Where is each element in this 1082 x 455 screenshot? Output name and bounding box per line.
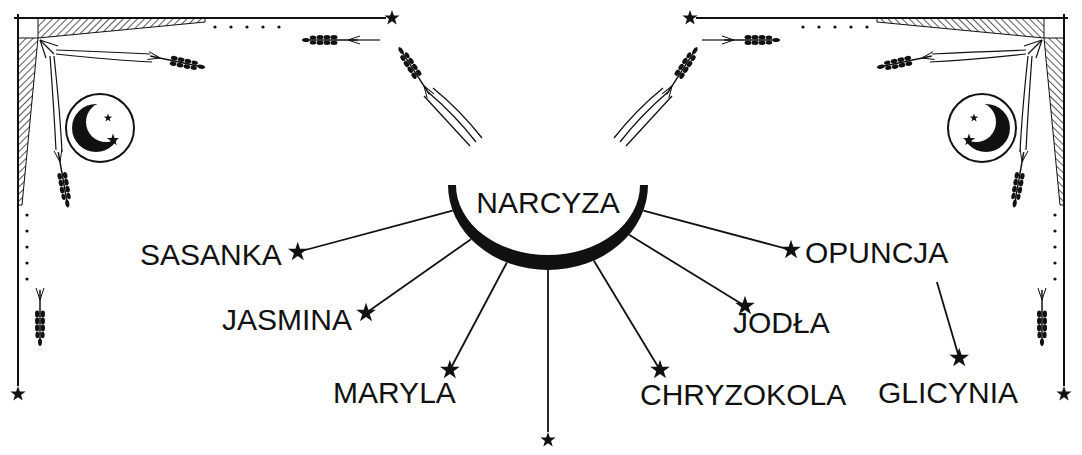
connector-line (366, 239, 471, 313)
connector (288, 211, 453, 261)
node-label: OPUNCJA (805, 238, 948, 268)
node-label: NARCYZA (444, 188, 652, 218)
star-head (949, 348, 969, 367)
corner-ornament (10, 10, 399, 400)
name-node: CHRYZOKOLA (640, 380, 846, 410)
name-node: GLICYNIA (878, 378, 1018, 408)
star-head (781, 240, 801, 259)
corner-ornament (682, 10, 1071, 400)
node-label: SASANKA (140, 240, 282, 270)
name-node: JASMINA (222, 305, 352, 335)
connector (937, 282, 969, 366)
connector-line (450, 262, 507, 370)
connector (629, 235, 755, 315)
crescent-node: NARCYZA (444, 172, 652, 274)
connector (356, 239, 471, 321)
name-node: SASANKA (140, 240, 282, 270)
connector-line (629, 235, 745, 306)
node-label: GLICYNIA (878, 378, 1018, 408)
star-head (650, 360, 670, 379)
star-head (356, 303, 376, 322)
wheat-comet (614, 45, 701, 146)
connector-line (937, 282, 959, 358)
name-node: MARYLA (333, 378, 456, 408)
name-node: OPUNCJA (805, 238, 948, 268)
connector (643, 211, 800, 259)
star-head (440, 360, 460, 379)
node-label: CHRYZOKOLA (640, 380, 846, 410)
connector-line (643, 211, 791, 250)
connector (440, 262, 507, 378)
star-head (288, 242, 308, 261)
wheat-comet (395, 45, 482, 146)
empty-branch (547, 268, 549, 432)
connector (594, 261, 670, 379)
star-mark (540, 432, 555, 446)
connector-line (298, 211, 453, 252)
name-node: JODŁA (733, 308, 830, 338)
node-label: JODŁA (733, 308, 830, 338)
connector-line (594, 261, 660, 370)
node-label: JASMINA (222, 305, 352, 335)
node-label: MARYLA (333, 378, 456, 408)
